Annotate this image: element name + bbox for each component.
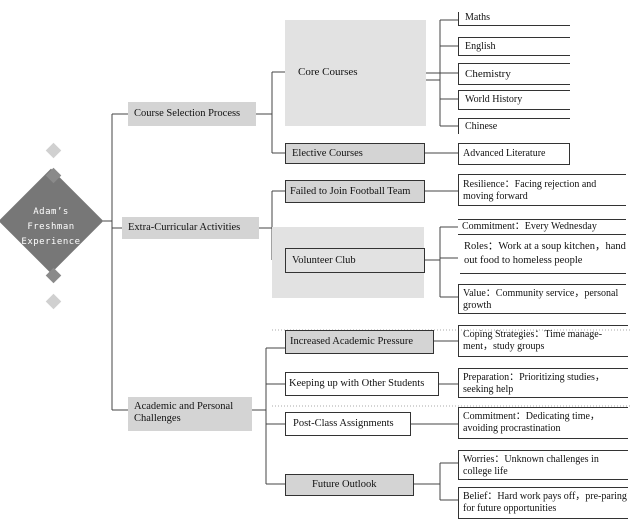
root-line-2: Freshman (27, 222, 75, 232)
leaf-maths: Maths (458, 12, 570, 26)
node-post-class: Post-Class Assignments (285, 412, 411, 436)
node-core-courses: Core Courses (298, 66, 358, 78)
leaf-coping-strategies: Coping Strategies：Time manage-ment，study… (458, 325, 628, 357)
node-elective-courses: Elective Courses (285, 143, 425, 164)
node-failed-football: Failed to Join Football Team (285, 180, 425, 203)
leaf-chemistry: Chemistry (458, 63, 570, 85)
node-extracurricular: Extra-Curricular Activities (122, 217, 259, 239)
node-core-courses-bg (285, 20, 426, 126)
leaf-roles: Roles：Work at a soup kitchen，hand out fo… (460, 240, 626, 274)
leaf-commitment-wednesday: Commitment：Every Wednesday (458, 219, 626, 235)
leaf-chinese: Chinese (458, 118, 570, 134)
leaf-value: Value：Community service，personal growth (458, 284, 626, 314)
leaf-belief: Belief：Hard work pays off，pre-paring for… (458, 487, 628, 519)
root-line-3: Experience (21, 237, 81, 247)
leaf-resilience: Resilience：Facing rejection and moving f… (458, 174, 626, 206)
node-academic-challenges: Academic and Personal Challenges (128, 397, 252, 431)
leaf-preparation: Preparation：Prioritizing studies，seeking… (458, 368, 628, 398)
leaf-worries: Worries：Unknown challenges in college li… (458, 450, 628, 480)
root-node-label: Adam’s Freshman Experience (8, 205, 94, 250)
node-volunteer-club: Volunteer Club (285, 248, 425, 273)
root-line-1: Adam’s (33, 207, 69, 217)
node-future-outlook: Future Outlook (285, 474, 414, 496)
leaf-advanced-literature: Advanced Literature (458, 143, 570, 165)
leaf-english: English (458, 37, 570, 56)
node-course-selection: Course Selection Process (128, 102, 256, 126)
node-academic-pressure: Increased Academic Pressure (285, 330, 434, 354)
node-keeping-up: Keeping up with Other Students (285, 372, 439, 396)
leaf-commitment-time: Commitment：Dedicating time，avoiding proc… (458, 407, 628, 439)
leaf-world-history: World History (458, 90, 570, 110)
